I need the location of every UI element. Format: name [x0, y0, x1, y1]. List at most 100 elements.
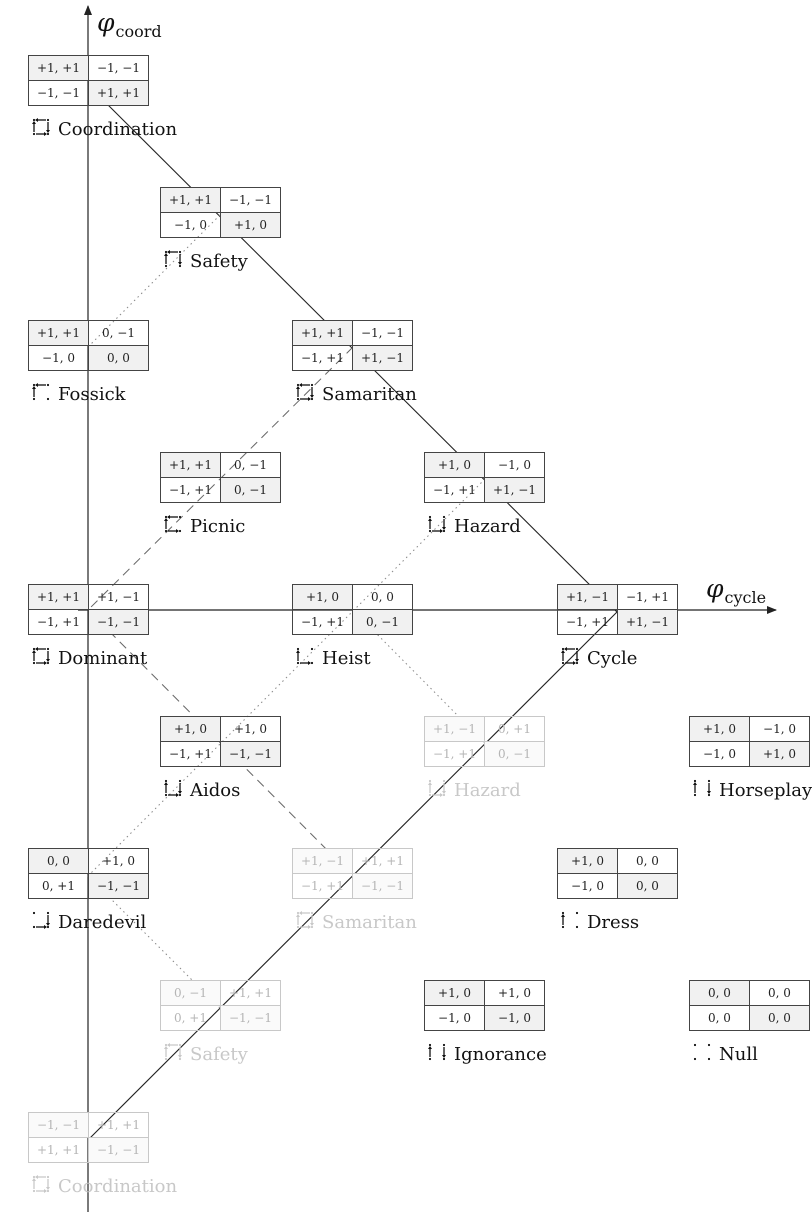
game-caption: Safety	[162, 1042, 248, 1067]
payoff-cell: −1, +1	[292, 345, 353, 371]
payoff-cell: −1, 0	[689, 741, 750, 767]
payoff-cell: +1, +1	[352, 848, 413, 874]
game-caption: Samaritan	[294, 382, 417, 407]
game-caption: Cycle	[559, 646, 637, 671]
game-name: Coordination	[58, 1176, 178, 1197]
payoff-cell: −1, −1	[352, 320, 413, 346]
x-axis-label: φcycle	[706, 574, 767, 607]
game-aidos: +1, 0+1, 0−1, +1−1, −1 Aidos	[160, 716, 281, 801]
payoff-cell: −1, +1	[617, 584, 678, 610]
payoff-matrix: +1, −1−1, +1−1, +1+1, −1	[557, 584, 678, 635]
payoff-cell: −1, −1	[220, 187, 281, 213]
game-caption: Aidos	[162, 778, 240, 803]
payoff-cell: −1, +1	[557, 609, 618, 635]
y-axis-label: φcoord	[97, 8, 162, 41]
payoff-cell: 0, +1	[28, 873, 89, 899]
payoff-cell: +1, +1	[292, 320, 353, 346]
game-name: Cycle	[587, 648, 638, 669]
payoff-cell: −1, +1	[424, 741, 485, 767]
game-samaritan-faded: +1, −1+1, +1−1, +1−1, −1 Samaritan	[292, 848, 417, 933]
payoff-cell: −1, +1	[28, 609, 89, 635]
payoff-cell: +1, 0	[557, 848, 618, 874]
coordination-icon	[30, 1174, 52, 1199]
hazard-icon	[426, 514, 448, 539]
payoff-cell: +1, 0	[749, 741, 810, 767]
payoff-cell: −1, −1	[220, 1005, 281, 1031]
payoff-cell: +1, 0	[220, 212, 281, 238]
payoff-matrix: +1, −1+1, +1−1, +1−1, −1	[292, 848, 413, 899]
payoff-cell: +1, +1	[88, 1112, 149, 1138]
game-cycle: +1, −1−1, +1−1, +1+1, −1 Cycle	[557, 584, 678, 669]
game-name: Dominant	[58, 648, 148, 669]
payoff-cell: 0, +1	[160, 1005, 221, 1031]
payoff-cell: −1, −1	[88, 873, 149, 899]
samaritan-icon	[294, 382, 316, 407]
game-caption: Coordination	[30, 1174, 177, 1199]
payoff-cell: −1, −1	[220, 741, 281, 767]
game-caption: Fossick	[30, 382, 126, 407]
dotted-line-hazard-daredevil	[87, 478, 486, 877]
game-caption: Heist	[294, 646, 371, 671]
payoff-cell: +1, +1	[28, 55, 89, 81]
game-name: Samaritan	[322, 912, 417, 933]
payoff-cell: −1, +1	[160, 477, 221, 503]
payoff-matrix: +1, +1−1, −1−1, −1+1, +1	[28, 55, 149, 106]
payoff-cell: +1, 0	[160, 716, 221, 742]
payoff-cell: 0, 0	[617, 873, 678, 899]
game-name: Ignorance	[454, 1044, 547, 1065]
payoff-cell: +1, −1	[484, 477, 545, 503]
game-name: Daredevil	[58, 912, 147, 933]
payoff-cell: −1, −1	[28, 1112, 89, 1138]
game-name: Heist	[322, 648, 371, 669]
payoff-matrix: +1, 0+1, 0−1, 0−1, 0	[424, 980, 545, 1031]
dominant-icon	[30, 646, 52, 671]
game-ignorance: +1, 0+1, 0−1, 0−1, 0 Ignorance	[424, 980, 547, 1065]
payoff-cell: +1, +1	[88, 80, 149, 106]
payoff-cell: −1, 0	[557, 873, 618, 899]
payoff-cell: 0, 0	[749, 1005, 810, 1031]
payoff-cell: +1, −1	[292, 848, 353, 874]
payoff-cell: +1, 0	[220, 716, 281, 742]
payoff-cell: 0, +1	[484, 716, 545, 742]
game-caption: Horseplay	[691, 778, 812, 803]
game-name: Samaritan	[322, 384, 417, 405]
null-icon	[691, 1042, 713, 1067]
game-name: Coordination	[58, 119, 178, 140]
safety-icon	[162, 249, 184, 274]
payoff-matrix: +1, +1−1, −1−1, +1+1, −1	[292, 320, 413, 371]
payoff-cell: −1, +1	[424, 477, 485, 503]
payoff-cell: 0, 0	[749, 980, 810, 1006]
payoff-cell: 0, −1	[352, 609, 413, 635]
payoff-matrix: +1, 0−1, 0−1, +1+1, −1	[424, 452, 545, 503]
game-caption: Daredevil	[30, 910, 146, 935]
payoff-cell: 0, −1	[160, 980, 221, 1006]
payoff-cell: −1, −1	[88, 55, 149, 81]
game-samaritan-top: +1, +1−1, −1−1, +1+1, −1 Samaritan	[292, 320, 417, 405]
payoff-cell: 0, −1	[220, 477, 281, 503]
payoff-matrix: +1, 0+1, 0−1, +1−1, −1	[160, 716, 281, 767]
payoff-cell: −1, 0	[28, 345, 89, 371]
payoff-matrix: +1, +1−1, −1−1, 0+1, 0	[160, 187, 281, 238]
payoff-cell: +1, −1	[557, 584, 618, 610]
payoff-cell: +1, +1	[160, 452, 221, 478]
payoff-cell: 0, −1	[88, 320, 149, 346]
payoff-cell: −1, +1	[292, 873, 353, 899]
payoff-cell: +1, −1	[617, 609, 678, 635]
game-name: Safety	[190, 251, 248, 272]
payoff-matrix: +1, 0−1, 0−1, 0+1, 0	[689, 716, 810, 767]
payoff-cell: 0, 0	[352, 584, 413, 610]
